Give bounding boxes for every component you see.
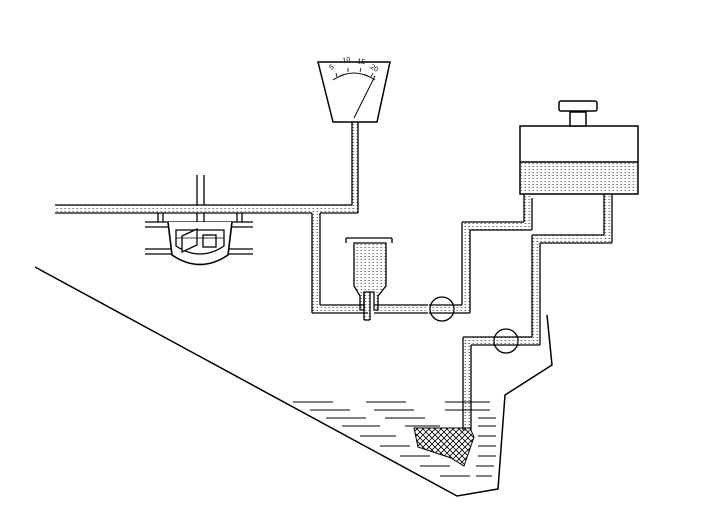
return-pipe [518,192,613,346]
sump-housing [34,266,553,497]
crankshaft-bearing [145,175,253,266]
pickup-pipe [462,336,494,432]
oil-filter [345,237,393,311]
gauge-label-15: 15 [357,58,366,66]
main-gallery-pipe [55,204,358,214]
oil-pump-main [429,296,455,322]
pressure-gauge: 5 10 15 20 [317,57,391,123]
gauge-label-5: 5 [329,64,336,72]
filter-feed-pipe [311,213,428,321]
gauge-label-10: 10 [342,57,351,65]
oil-reservoir [519,100,639,195]
oil-strainer [413,427,475,467]
gauge-needle [353,75,376,119]
reservoir-feed-pipe [455,192,533,314]
gauge-label-20: 20 [369,64,379,74]
gauge-pipe [351,122,359,213]
oil-pump-scavenge [493,328,519,354]
